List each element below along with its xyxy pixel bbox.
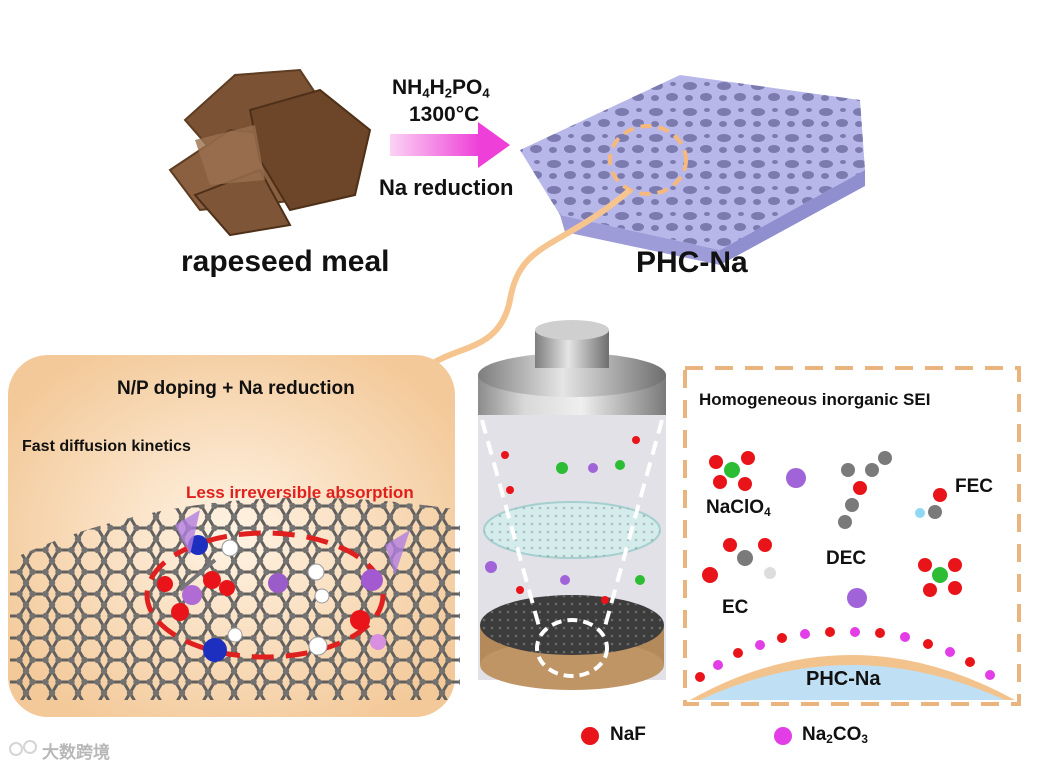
phc-na-porous-block	[520, 75, 865, 265]
fec-label: FEC	[955, 476, 993, 497]
naclo4-label: NaClO4	[706, 497, 771, 519]
legend-na2co3-label: Na2CO3	[802, 724, 868, 746]
watermark-text: 大数跨境	[42, 743, 110, 762]
watermark-logo	[9, 740, 37, 756]
process-arrow	[390, 122, 510, 168]
right-panel-title: Homogeneous inorganic SEI	[699, 390, 931, 409]
absorption-label: Less irreversible absorption	[186, 483, 414, 502]
surface-molecules	[157, 510, 410, 662]
magnifier-circle	[608, 124, 688, 196]
right-panel-frame	[683, 366, 1021, 706]
phc-na-label: PHC-Na	[636, 246, 748, 279]
sei-molecules	[702, 451, 962, 608]
defect-ellipse	[144, 530, 386, 660]
legend-naf-label: NaF	[610, 724, 646, 745]
battery-cell	[478, 320, 666, 690]
sei-substrate-label: PHC-Na	[806, 668, 881, 690]
legend-na2co3-dot	[774, 727, 792, 745]
sei-layer	[690, 627, 1015, 700]
dec-label: DEC	[826, 548, 867, 569]
left-panel-title: N/P doping + Na reduction	[117, 378, 355, 399]
reagent-formula: NH4H2PO4	[392, 76, 490, 101]
legend-naf-dot	[581, 727, 599, 745]
kinetics-label: Fast diffusion kinetics	[22, 438, 191, 455]
rapeseed-meal-label: rapeseed meal	[181, 245, 390, 278]
connector-tube	[428, 187, 632, 368]
ec-label: EC	[722, 597, 749, 618]
temperature-label: 1300°C	[409, 103, 480, 126]
rapeseed-meal-image	[168, 68, 372, 237]
process-label: Na reduction	[379, 175, 514, 200]
